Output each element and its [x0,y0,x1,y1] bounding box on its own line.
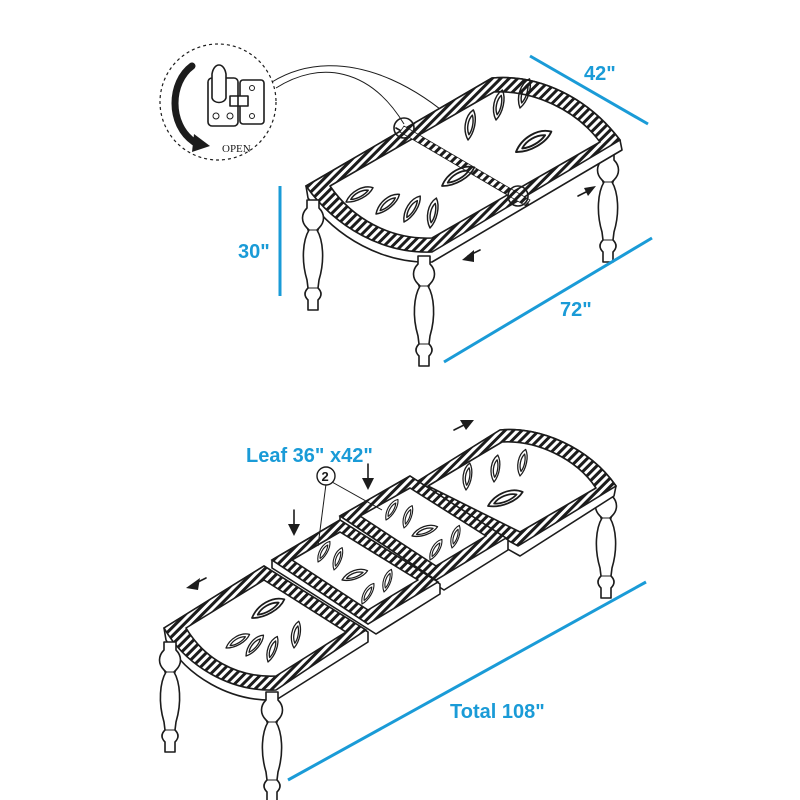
closed-table-drawing: OPEN [159,43,653,367]
slide-arrow-icon [577,186,596,197]
table-leg [596,151,620,263]
table-end-right [408,428,618,557]
table-top-closed [304,76,623,263]
length-dimension: 72" [560,299,592,321]
rotation-arrow-icon [171,62,210,152]
table-leg [412,255,436,367]
slide-arrow-icon [462,249,481,262]
length-dimension-line [443,236,653,364]
leaf-count-badge-number: 2 [322,469,329,484]
depth-dimension: 42" [584,63,616,85]
total-length-dimension: Total 108" [450,701,545,723]
table-end-left [162,565,369,701]
latch-icon [207,64,265,127]
down-arrow-icon [362,463,374,490]
slide-arrow-icon [186,577,207,590]
table-leaf [270,519,441,635]
latch-detail-circle [159,43,277,161]
total-length-dimension-line [287,580,647,782]
leaf-dimension: Leaf 36" x42" [246,445,373,467]
table-leaf [338,475,509,591]
slide-arrow-icon [453,420,474,431]
leaf-count-badge: 2 [316,466,383,547]
depth-dimension-line [529,54,649,126]
latch-detail: OPEN [159,43,519,195]
height-dimension: 30" [238,241,270,263]
extended-table-drawing: 2 Leaf 36" x42" Total 108" [158,420,647,800]
open-label: OPEN [222,143,251,155]
table-leg [158,641,182,753]
table-leg [260,691,284,800]
table-leg [301,199,325,311]
down-arrow-icon [288,509,300,536]
